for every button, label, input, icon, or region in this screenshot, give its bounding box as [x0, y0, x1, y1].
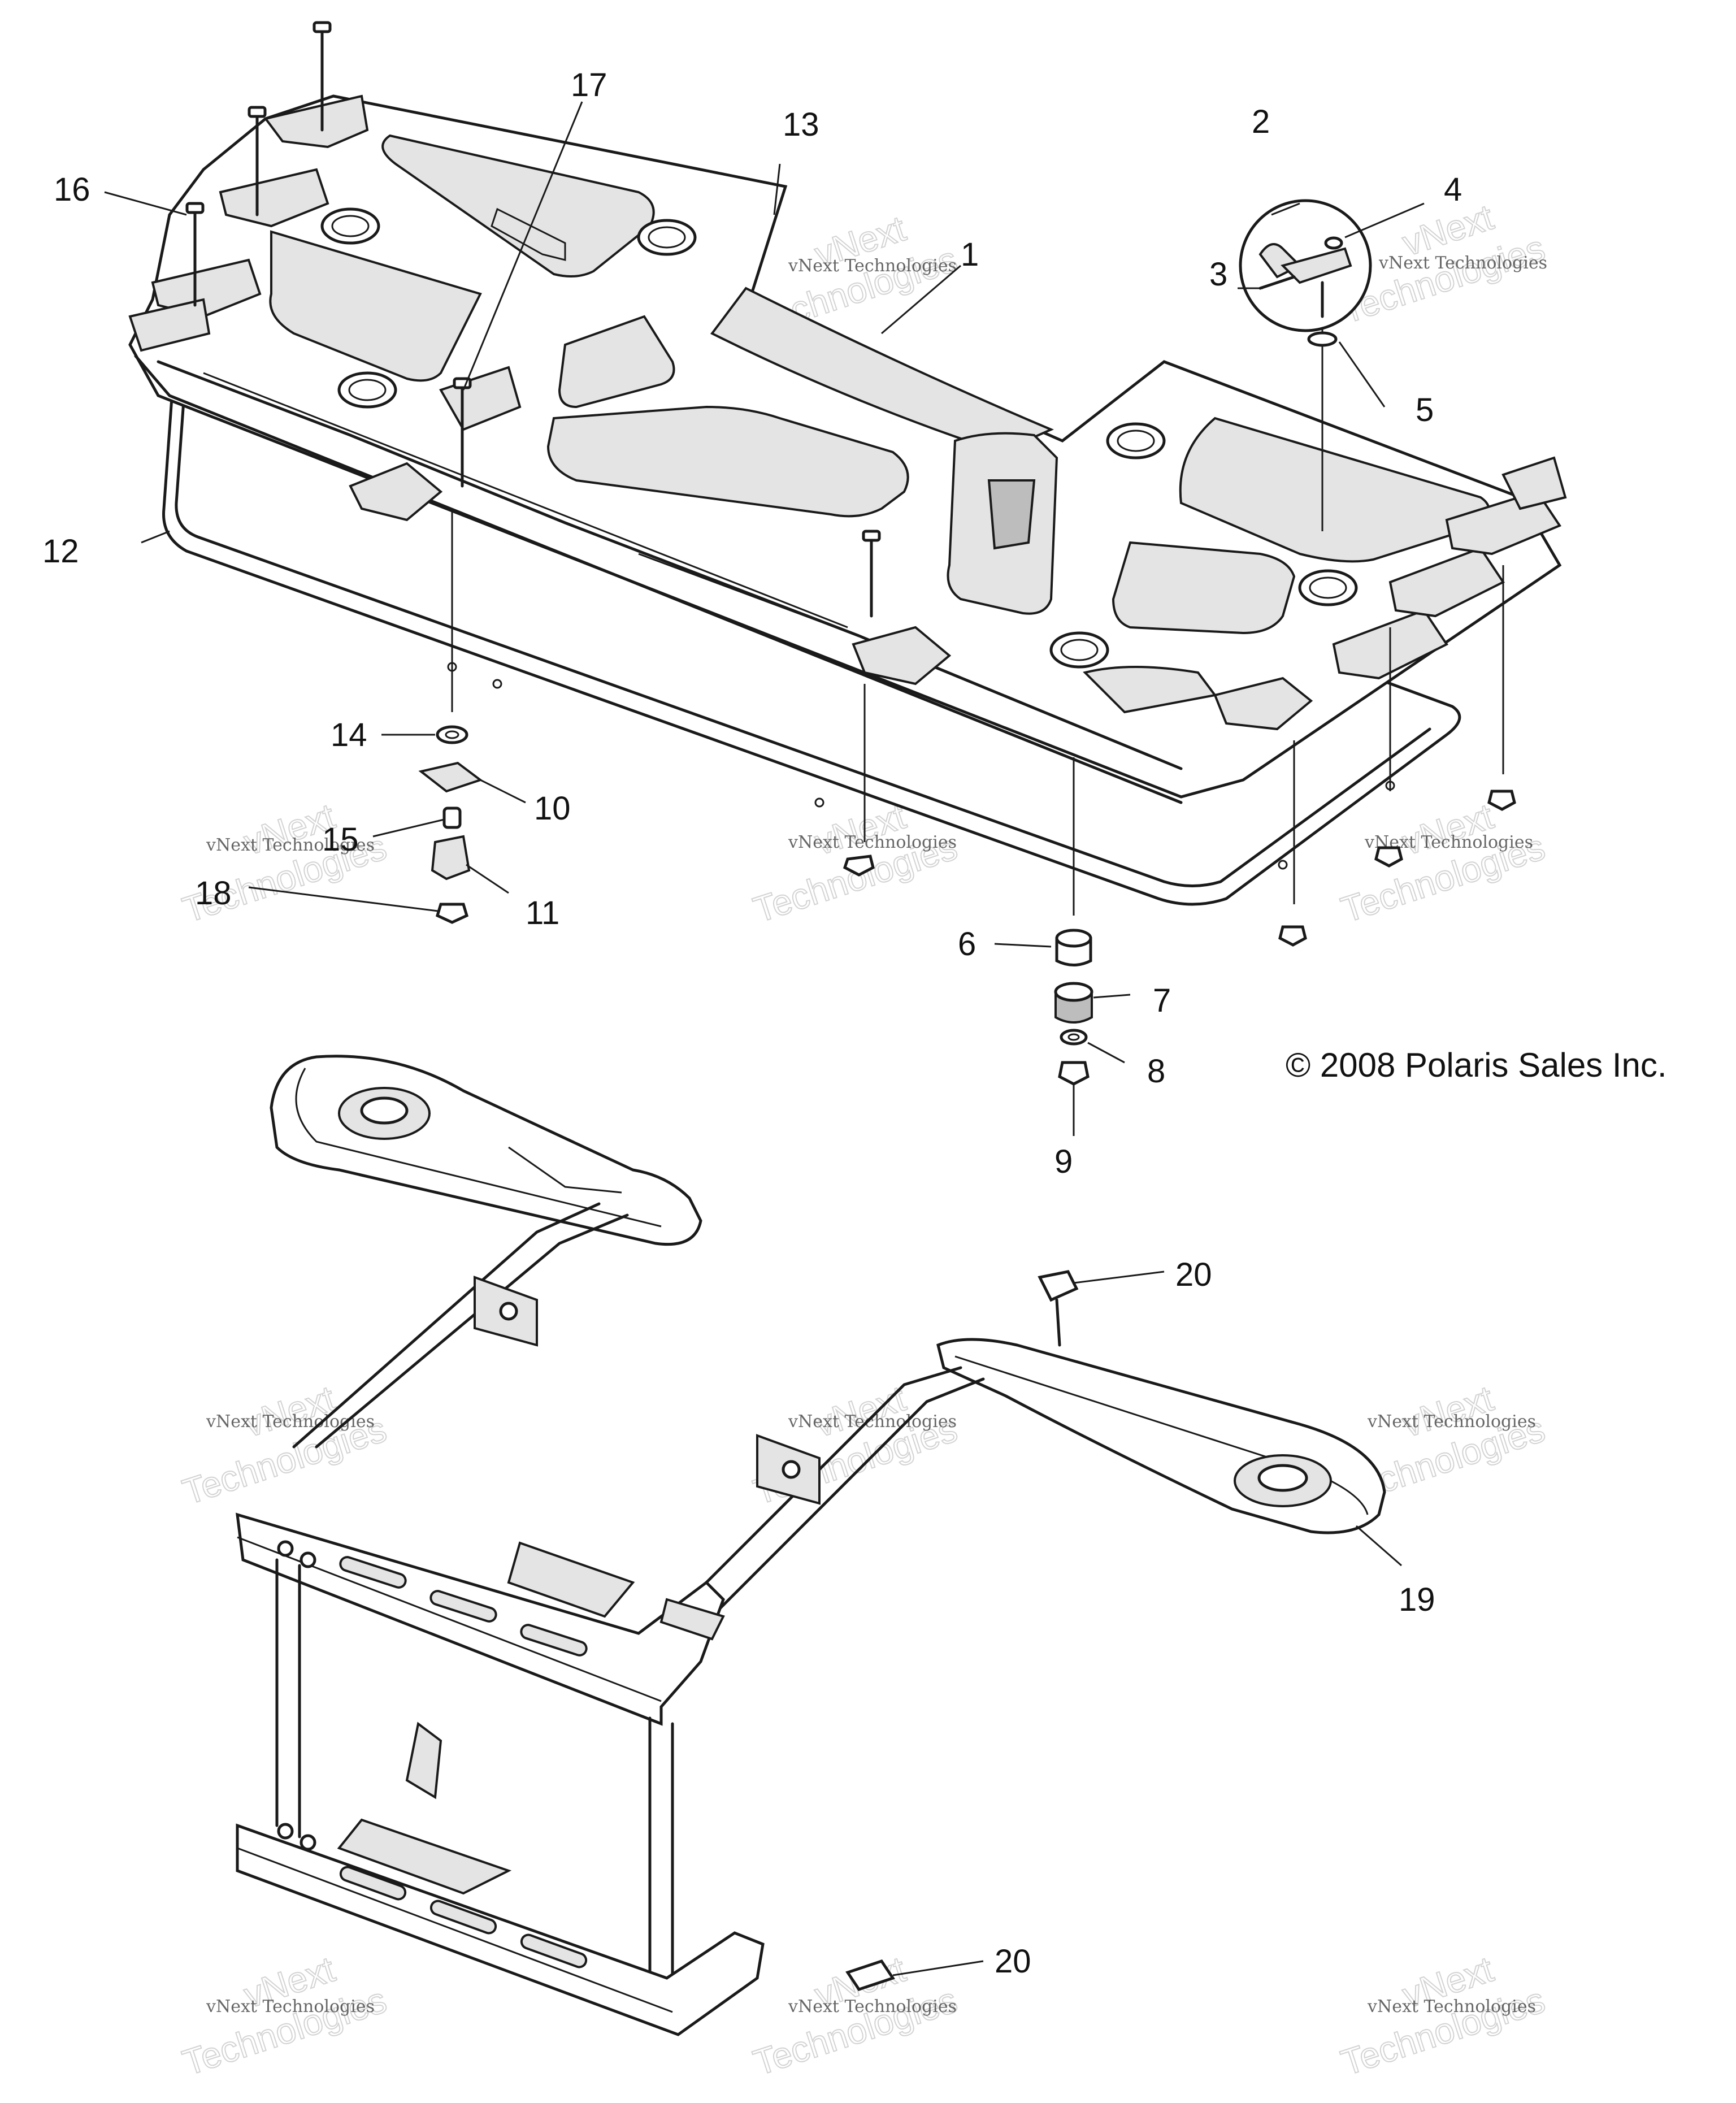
fasteners — [185, 21, 1516, 1130]
leader-lines — [104, 101, 1425, 1976]
callout-1: 1 — [961, 236, 979, 273]
watermark-text: vNext Technologies — [788, 256, 957, 276]
callout-3: 3 — [1209, 256, 1227, 293]
callout-8: 8 — [1147, 1053, 1165, 1090]
callout-20: 20 — [995, 1943, 1031, 1980]
callout-6: 6 — [958, 926, 976, 962]
watermark-text: vNext Technologies — [1367, 1997, 1536, 2017]
watermark-text: vNext Technologies — [788, 1997, 957, 2017]
callout-12: 12 — [42, 533, 79, 570]
callout-5: 5 — [1416, 392, 1434, 428]
callout-2: 2 — [1252, 103, 1270, 140]
watermark-text: vNext Technologies — [1367, 1412, 1536, 1432]
callout-20: 20 — [1175, 1256, 1212, 1293]
callout-7: 7 — [1153, 982, 1171, 1019]
callout-19: 19 — [1399, 1581, 1435, 1618]
callout-16: 16 — [54, 171, 90, 208]
watermark-text: vNext Technologies — [206, 1997, 375, 2017]
callout-15: 15 — [322, 821, 359, 858]
callout-17: 17 — [571, 67, 607, 103]
watermark-text: vNext Technologies — [1378, 253, 1547, 273]
support-frame-part-19 — [236, 1055, 1386, 2036]
copyright-notice: © 2008 Polaris Sales Inc. — [1286, 1046, 1667, 1084]
rack-part-13 — [128, 94, 1567, 804]
callout-13: 13 — [783, 106, 819, 143]
watermark-text: vNext Technologies — [788, 832, 957, 852]
callout-labels: 1 2 3 4 5 6 7 8 9 10 11 12 13 14 15 16 1… — [42, 67, 1462, 1980]
callout-11: 11 — [526, 895, 559, 931]
callout-18: 18 — [195, 875, 232, 912]
callout-9: 9 — [1054, 1143, 1073, 1180]
callout-14: 14 — [331, 717, 367, 753]
callout-4: 4 — [1444, 171, 1462, 208]
callout-10: 10 — [534, 790, 571, 827]
watermark-text: vNext Technologies — [206, 1412, 375, 1432]
watermark-text: vNext Technologies — [206, 835, 375, 855]
